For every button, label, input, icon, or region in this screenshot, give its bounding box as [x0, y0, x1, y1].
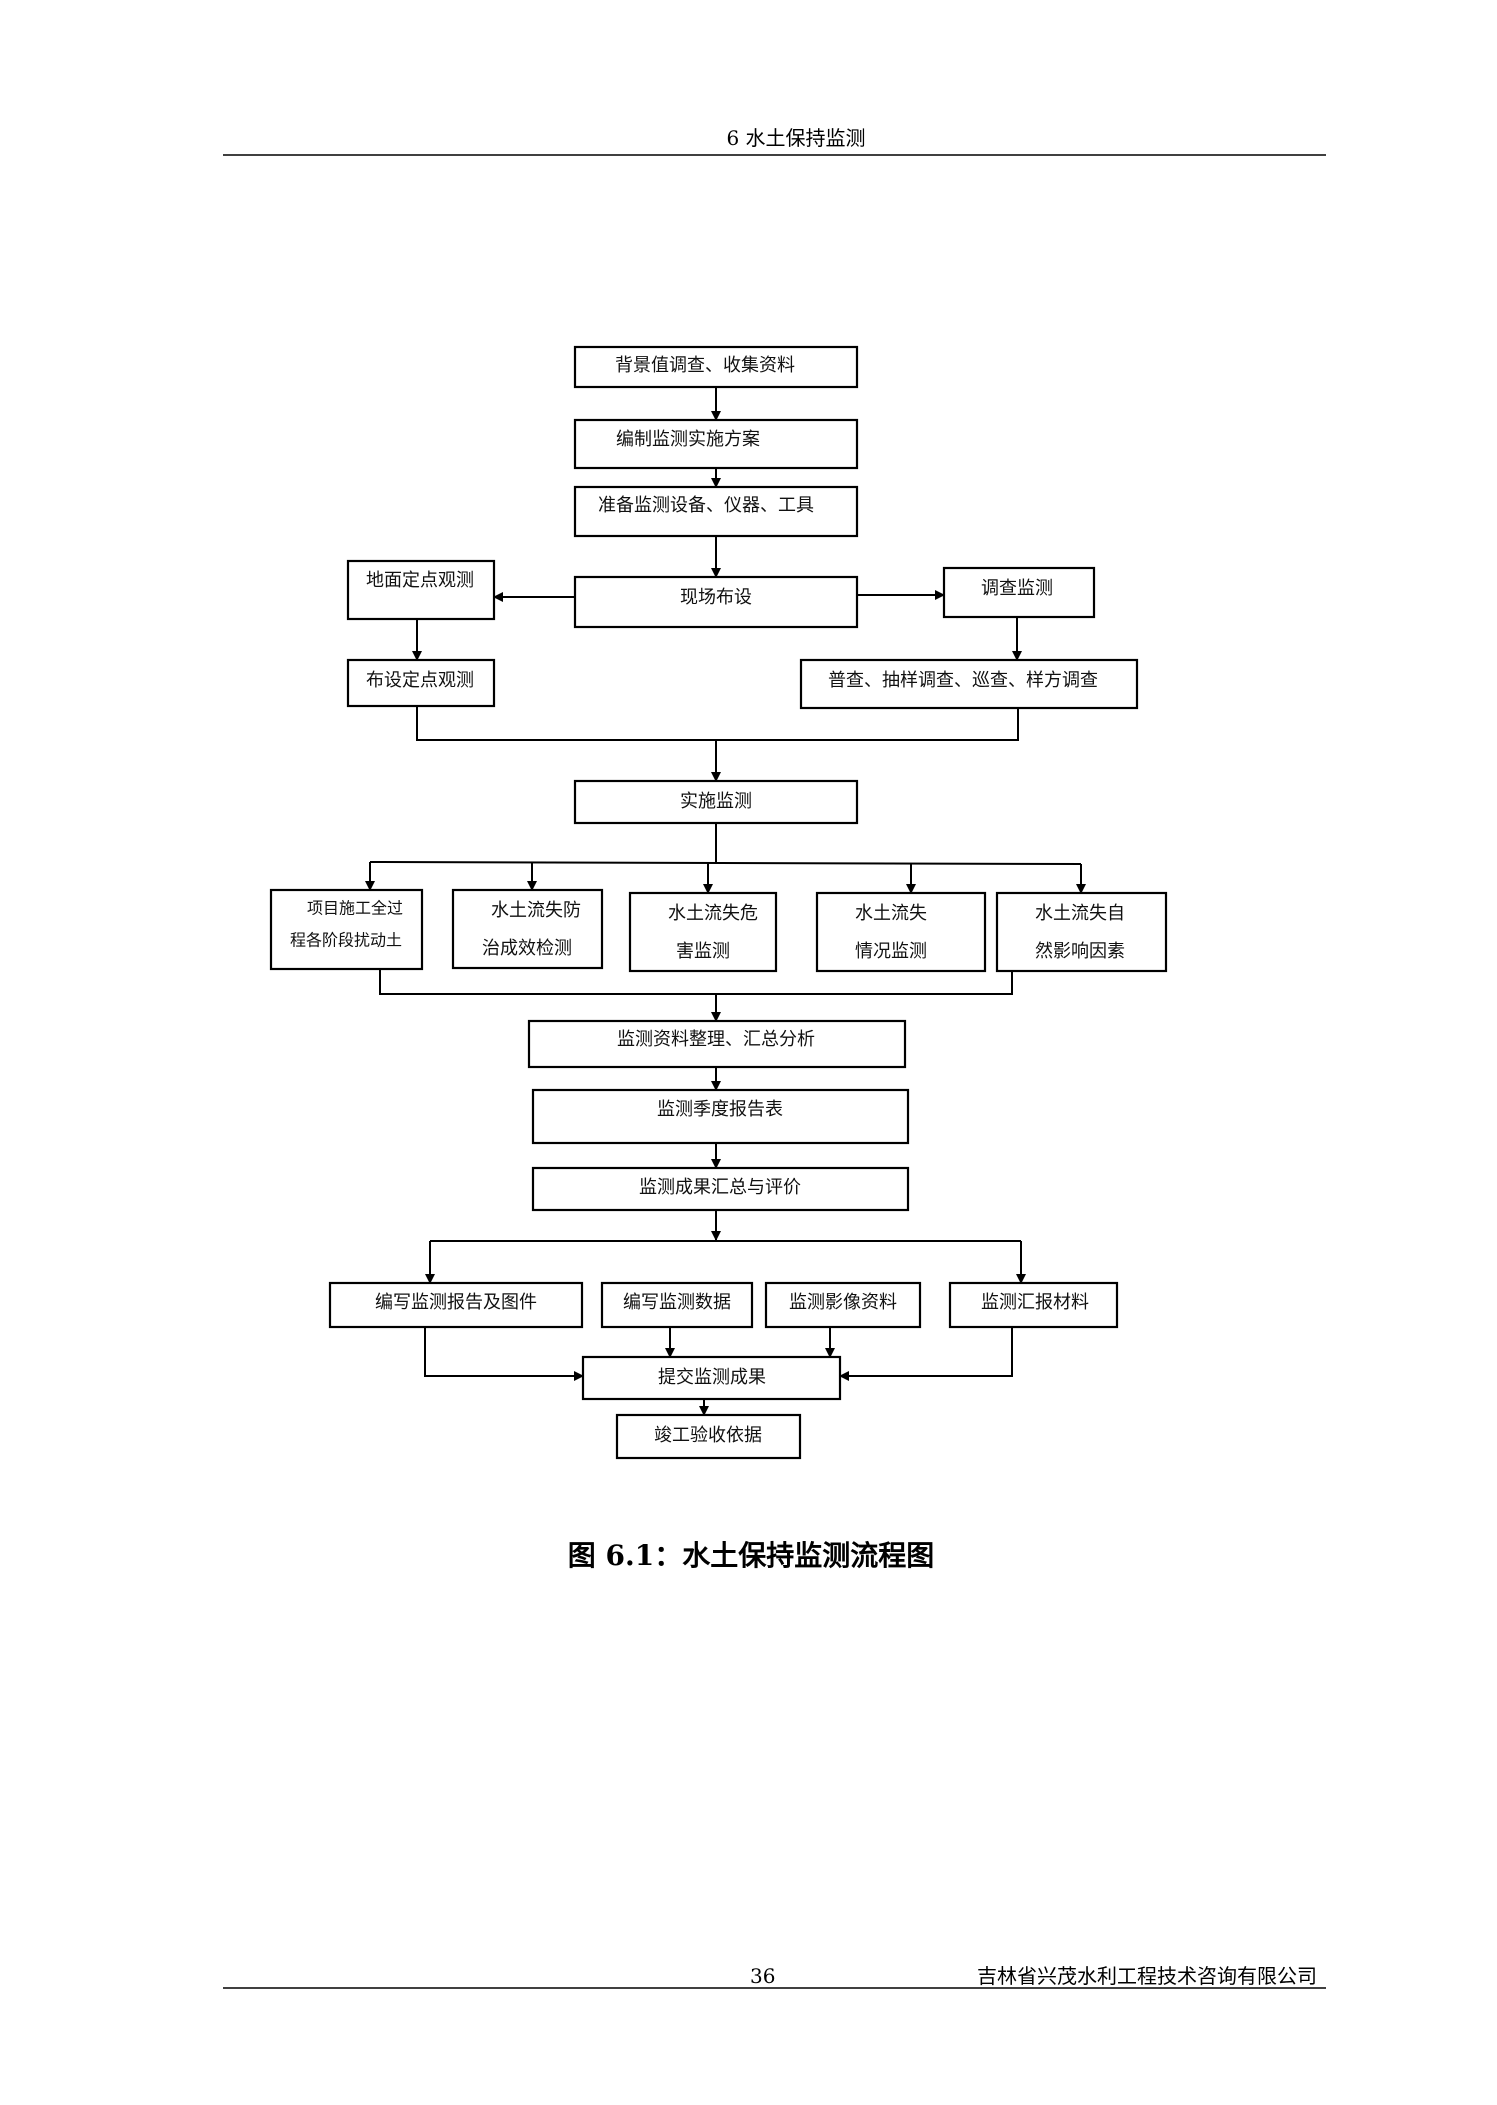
svg-text:背景值调查、收集资料: 背景值调查、收集资料 [615, 355, 795, 376]
flow-connectors [365, 387, 1086, 1416]
node-data-analysis: 监测资料整理、汇总分析 [527, 1019, 907, 1069]
node-image-materials: 监测影像资料 [764, 1281, 922, 1329]
node-item-prevention-effect: 水土流失防 治成效检测 [451, 888, 604, 970]
svg-text:提交监测成果: 提交监测成果 [658, 1367, 766, 1388]
svg-text:布设定点观测: 布设定点观测 [366, 670, 474, 691]
header-title: 6 水土保持监测 [726, 126, 865, 150]
node-quarterly-report: 监测季度报告表 [531, 1088, 910, 1145]
svg-text:项目施工全过: 项目施工全过 [307, 899, 403, 918]
svg-text:准备监测设备、仪器、工具: 准备监测设备、仪器、工具 [598, 495, 814, 516]
svg-text:情况监测: 情况监测 [855, 941, 927, 962]
svg-text:普查、抽样调查、巡查、样方调查: 普查、抽样调查、巡查、样方调查 [828, 670, 1098, 691]
svg-text:水土流失危: 水土流失危 [668, 903, 758, 924]
svg-text:编写监测报告及图件: 编写监测报告及图件 [375, 1292, 537, 1313]
node-item-loss-situation: 水土流失 情况监测 [815, 891, 987, 973]
svg-text:现场布设: 现场布设 [680, 587, 752, 608]
node-site-layout: 现场布设 [573, 575, 859, 629]
svg-text:调查监测: 调查监测 [981, 578, 1053, 599]
svg-text:水土流失: 水土流失 [855, 903, 927, 924]
node-write-data: 编写监测数据 [600, 1281, 754, 1329]
svg-text:编写监测数据: 编写监测数据 [623, 1292, 731, 1313]
node-item-disturbance: 项目施工全过 程各阶段扰动土 [269, 888, 424, 971]
svg-text:监测资料整理、汇总分析: 监测资料整理、汇总分析 [617, 1029, 815, 1050]
node-acceptance-basis: 竣工验收依据 [615, 1413, 802, 1460]
svg-text:监测影像资料: 监测影像资料 [789, 1292, 897, 1313]
svg-text:地面定点观测: 地面定点观测 [366, 570, 474, 591]
node-item-natural-factors: 水土流失自 然影响因素 [995, 891, 1168, 973]
svg-text:监测成果汇总与评价: 监测成果汇总与评价 [639, 1177, 801, 1198]
node-survey-monitoring: 调查监测 [942, 566, 1096, 619]
svg-text:程各阶段扰动土: 程各阶段扰动土 [290, 931, 402, 950]
node-report-materials: 监测汇报材料 [948, 1281, 1119, 1329]
node-results-evaluation: 监测成果汇总与评价 [531, 1166, 910, 1212]
svg-text:实施监测: 实施监测 [680, 791, 752, 812]
node-write-report: 编写监测报告及图件 [328, 1281, 584, 1329]
node-compile-plan: 编制监测实施方案 [573, 418, 859, 470]
svg-text:监测季度报告表: 监测季度报告表 [657, 1099, 783, 1120]
node-setup-fixed-points: 布设定点观测 [346, 658, 496, 708]
svg-text:监测汇报材料: 监测汇报材料 [981, 1292, 1089, 1313]
svg-text:水土流失防: 水土流失防 [491, 900, 581, 921]
svg-text:竣工验收依据: 竣工验收依据 [654, 1425, 762, 1446]
node-survey-methods: 普查、抽样调查、巡查、样方调查 [799, 658, 1139, 710]
node-prepare-equipment: 准备监测设备、仪器、工具 [573, 485, 859, 538]
node-background-survey: 背景值调查、收集资料 [573, 345, 859, 389]
svg-text:水土流失自: 水土流失自 [1035, 903, 1125, 924]
svg-text:然影响因素: 然影响因素 [1035, 941, 1125, 962]
svg-text:害监测: 害监测 [676, 941, 730, 962]
svg-text:编制监测实施方案: 编制监测实施方案 [616, 429, 760, 450]
page-number: 36 [750, 1964, 775, 1988]
figure-caption: 图 6.1：水土保持监测流程图 [568, 1539, 934, 1572]
node-submit-results: 提交监测成果 [581, 1355, 842, 1401]
node-implement-monitoring: 实施监测 [573, 779, 859, 825]
footer-company: 吉林省兴茂水利工程技术咨询有限公司 [977, 1964, 1317, 1988]
svg-text:治成效检测: 治成效检测 [482, 938, 572, 959]
node-item-hazard: 水土流失危 害监测 [628, 891, 778, 973]
node-ground-fixed-observation: 地面定点观测 [346, 559, 496, 621]
